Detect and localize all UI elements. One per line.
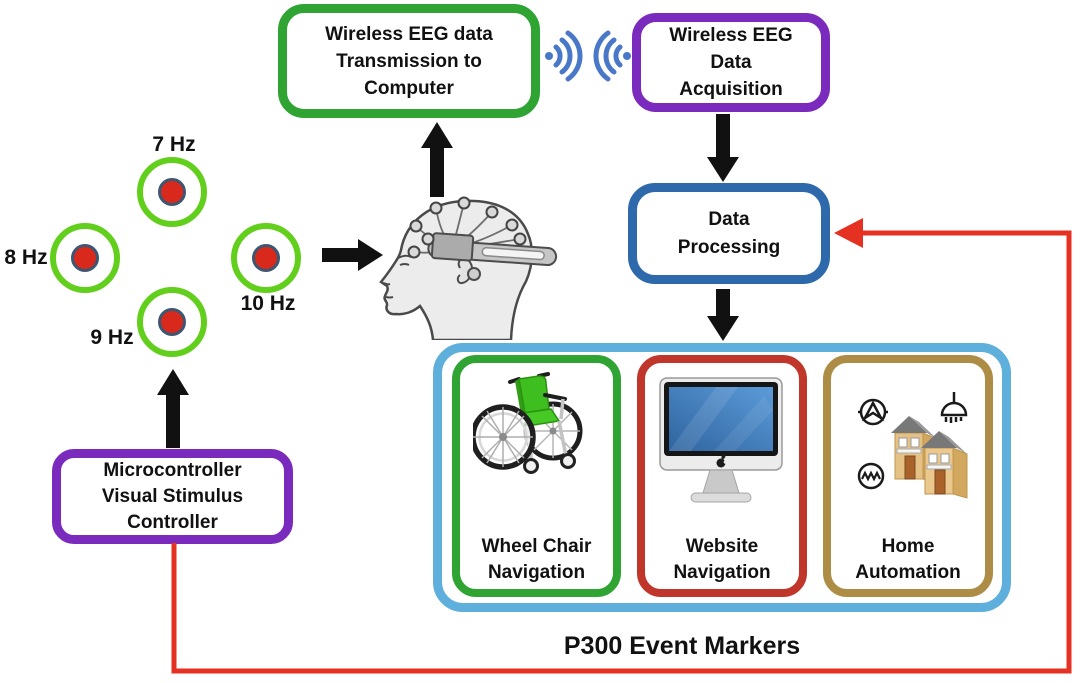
stimulus-frequency-label: 8 Hz	[4, 246, 48, 269]
stimulus-frequency-label: 7 Hz	[152, 133, 196, 156]
stimulus-circle-10hz	[231, 223, 301, 293]
stimulus-dot	[71, 244, 99, 272]
wheelchair-icon	[473, 372, 583, 474]
arrow-head-to-transmission	[421, 122, 453, 197]
stimulus-dot	[158, 308, 186, 336]
output-label-line: Website	[685, 536, 759, 557]
stimulus-dot	[252, 244, 280, 272]
box-label-line: Controller	[127, 511, 218, 533]
box-wireless-eeg-transmission: Wireless EEG data Transmission to Comput…	[278, 4, 540, 118]
box-wireless-eeg-acquisition: Wireless EEG Data Acquisition	[632, 13, 830, 112]
output-label-line: Wheel Chair	[481, 536, 592, 557]
box-label-line: Processing	[677, 236, 781, 258]
box-label-line: Data	[708, 208, 750, 230]
box-label-line: Computer	[364, 77, 454, 99]
stimulus-circle-7hz	[137, 157, 207, 227]
output-label-line: Navigation	[673, 562, 771, 583]
stimulus-frequency-label: 9 Hz	[90, 326, 134, 349]
output-label-line: Home	[881, 536, 935, 557]
p300-feedback-arrowhead	[834, 218, 863, 248]
output-label-line: Navigation	[487, 562, 586, 583]
stimulus-circle-8hz	[50, 223, 120, 293]
p300-event-markers-label: P300 Event Markers	[563, 632, 801, 660]
box-label-line: Wireless EEG	[669, 25, 793, 46]
smart-home-icon	[857, 392, 968, 499]
arrow-processing-to-outputs	[707, 289, 739, 341]
stimulus-circle-9hz	[137, 287, 207, 357]
output-label-website: Website Navigation	[637, 534, 807, 586]
output-label-wheelchair: Wheel Chair Navigation	[452, 534, 621, 586]
stimulus-dot	[158, 178, 186, 206]
arrow-controller-to-stimulus	[157, 369, 189, 448]
box-label-line: Transmission to	[336, 50, 482, 72]
arrow-acquisition-to-processing	[707, 114, 739, 182]
stimulus-frequency-label: 10 Hz	[240, 292, 296, 315]
eeg-headset-head-illustration	[379, 196, 558, 340]
wifi-signal-icon	[545, 30, 631, 82]
imac-computer-icon	[659, 377, 783, 503]
box-label-line: Wireless EEG data	[325, 23, 493, 45]
box-label-line: Data	[710, 52, 752, 73]
box-label-line: Visual Stimulus	[101, 485, 244, 507]
box-data-processing: Data Processing	[628, 183, 830, 284]
box-label-line: Acquisition	[679, 79, 783, 100]
box-label-line: Microcontroller	[103, 459, 242, 481]
output-label-home: Home Automation	[823, 534, 993, 586]
output-label-line: Automation	[855, 562, 961, 583]
box-microcontroller-stimulus-controller: Microcontroller Visual Stimulus Controll…	[52, 449, 293, 544]
